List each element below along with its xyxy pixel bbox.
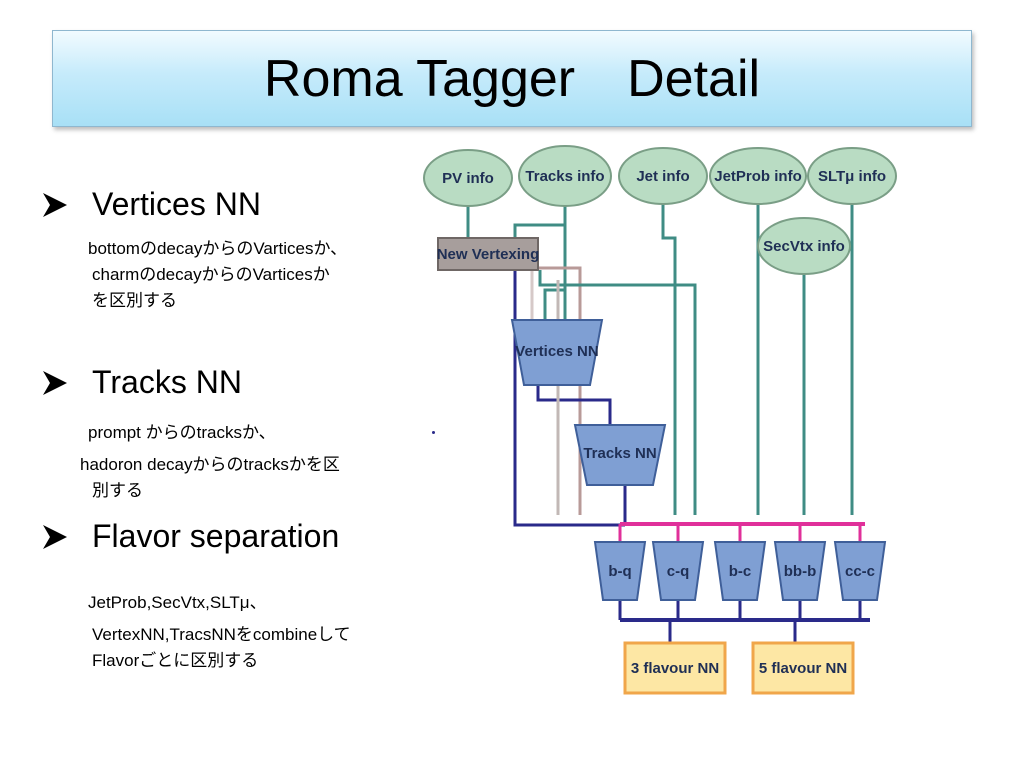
svg-text:bb-b: bb-b <box>784 563 816 580</box>
svg-text:3 flavour NN: 3 flavour NN <box>631 660 719 677</box>
bullet-heading: Flavor separation <box>92 518 340 554</box>
bullet-tracks-nn: Tracks NN <box>40 364 242 401</box>
svg-text:JetProb info: JetProb info <box>714 168 802 185</box>
svg-text:c-q: c-q <box>667 563 690 580</box>
arrow-bullet-icon <box>43 524 67 549</box>
tagger-diagram: PV info Tracks info Jet info JetProb inf… <box>423 145 897 695</box>
separator-bb-b: bb-b <box>773 541 827 601</box>
bullet-vertices-nn: Vertices NN <box>40 186 261 223</box>
svg-text:5 flavour NN: 5 flavour NN <box>759 660 847 677</box>
svg-text:SecVtx info: SecVtx info <box>763 238 845 255</box>
input-jetprob-info: JetProb info <box>709 147 807 205</box>
new-vertexing-box: New Vertexing <box>437 237 540 271</box>
svg-text:New Vertexing: New Vertexing <box>437 246 540 263</box>
bullet-text: JetProb,SecVtx,SLTμ、 <box>88 593 267 612</box>
bullet-text: charmのdecayからのVarticesか <box>92 265 330 284</box>
arrow-bullet-icon <box>43 192 67 217</box>
bullet-text: prompt からのtracksか、 <box>88 423 276 442</box>
separator-b-c: b-c <box>713 541 767 601</box>
stray-dot <box>432 431 435 434</box>
svg-text:PV info: PV info <box>442 170 494 187</box>
bullet-heading: Vertices NN <box>92 186 261 222</box>
svg-text:Vertices NN: Vertices NN <box>515 343 598 360</box>
bullet-flavor-separation: Flavor separation <box>40 518 339 555</box>
svg-text:cc-c: cc-c <box>845 563 875 580</box>
input-tracks-info: Tracks info <box>518 145 612 207</box>
separator-b-q: b-q <box>593 541 647 601</box>
input-secvtx-info: SecVtx info <box>757 217 851 275</box>
svg-text:Tracks NN: Tracks NN <box>583 445 656 462</box>
svg-text:SLTμ info: SLTμ info <box>818 168 886 185</box>
bullet-text: hadoron decayからのtracksかを区 <box>80 455 340 474</box>
bullet-heading: Tracks NN <box>92 364 242 400</box>
separator-c-q: c-q <box>651 541 705 601</box>
input-slt-info: SLTμ info <box>807 147 897 205</box>
bullet-text: Flavorごとに区別する <box>92 651 259 670</box>
input-pv-info: PV info <box>423 149 513 207</box>
bullet-text: VertexNN,TracsNNをcombineして <box>92 625 351 644</box>
svg-text:Tracks info: Tracks info <box>525 168 604 185</box>
output-5-flavour-nn: 5 flavour NN <box>751 641 855 695</box>
tracks-nn-node: Tracks NN <box>573 424 667 486</box>
separator-cc-c: cc-c <box>833 541 887 601</box>
bullet-text: 別する <box>92 481 143 500</box>
svg-text:b-c: b-c <box>729 563 752 580</box>
bullet-text: を区別する <box>92 291 177 310</box>
slide-title: Roma Tagger Detail <box>263 49 761 108</box>
arrow-bullet-icon <box>43 370 67 395</box>
output-3-flavour-nn: 3 flavour NN <box>623 641 727 695</box>
input-jet-info: Jet info <box>618 147 708 205</box>
bullet-text: bottomのdecayからのVarticesか、 <box>88 239 348 258</box>
title-banner: Roma Tagger Detail <box>52 30 972 127</box>
svg-text:b-q: b-q <box>608 563 631 580</box>
svg-text:Jet info: Jet info <box>636 168 689 185</box>
vertices-nn-node: Vertices NN <box>510 319 604 386</box>
